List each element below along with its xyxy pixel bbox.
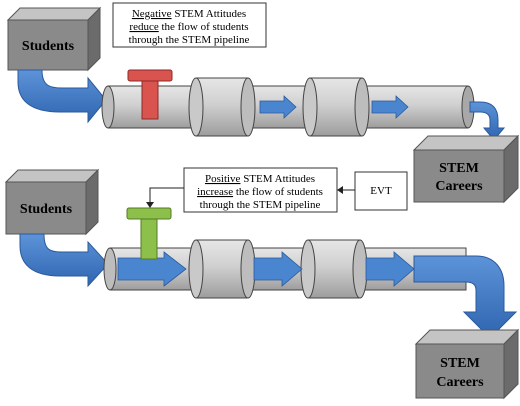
top-students-box: Students [6,6,102,72]
red-valve-icon [127,69,173,120]
negative-note-line3: through the STEM pipeline [129,34,250,46]
top-entry-arrow [17,69,107,124]
top-flow-arrow-2 [371,95,409,119]
bottom-entry-arrow [19,233,109,288]
top-pipe [101,77,475,137]
negative-note-line1: Negative STEM Attitudes [132,8,246,20]
top-careers-line2: Careers [435,179,483,194]
positive-note-line3: through the STEM pipeline [200,199,321,211]
bottom-flow-arrow-2 [253,251,303,287]
top-careers-line1: STEM [439,161,479,176]
evt-arrowhead [337,186,343,194]
bottom-pipe [103,239,467,299]
connector-arrowhead [146,202,154,208]
top-pipe-joint-1 [188,77,256,137]
note-to-valve-connector [149,187,184,204]
top-pipe-joint-2 [302,77,370,137]
evt-box: EVT [354,171,408,211]
positive-note-line1: Positive STEM Attitudes [205,173,315,185]
bottom-careers-line2: Careers [436,375,484,390]
bottom-flow-arrow-3 [365,251,415,287]
evt-label: EVT [370,185,392,197]
bottom-pipe-joint-1 [188,239,256,299]
bottom-pipe-joint-2 [300,239,368,299]
bottom-exit-arrow [413,255,518,339]
bottom-careers-line1: STEM [440,356,480,371]
positive-attitudes-note: Positive STEM Attitudes increase the flo… [183,167,338,213]
green-valve-icon [126,207,172,260]
positive-note-line2: increase the flow of students [197,186,323,198]
top-exit-arrow [469,101,506,141]
bottom-students-label: Students [20,202,73,217]
top-flow-arrow-1 [259,95,297,119]
bottom-flow-arrow-1 [117,251,187,287]
top-students-label: Students [22,39,75,54]
negative-attitudes-note: Negative STEM Attitudes reduce the flow … [112,2,267,48]
bottom-stem-careers-box: STEM Careers [414,328,520,400]
top-stem-careers-box: STEM Careers [412,134,520,204]
bottom-students-box: Students [4,168,100,236]
negative-note-line2: reduce the flow of students [129,21,248,33]
